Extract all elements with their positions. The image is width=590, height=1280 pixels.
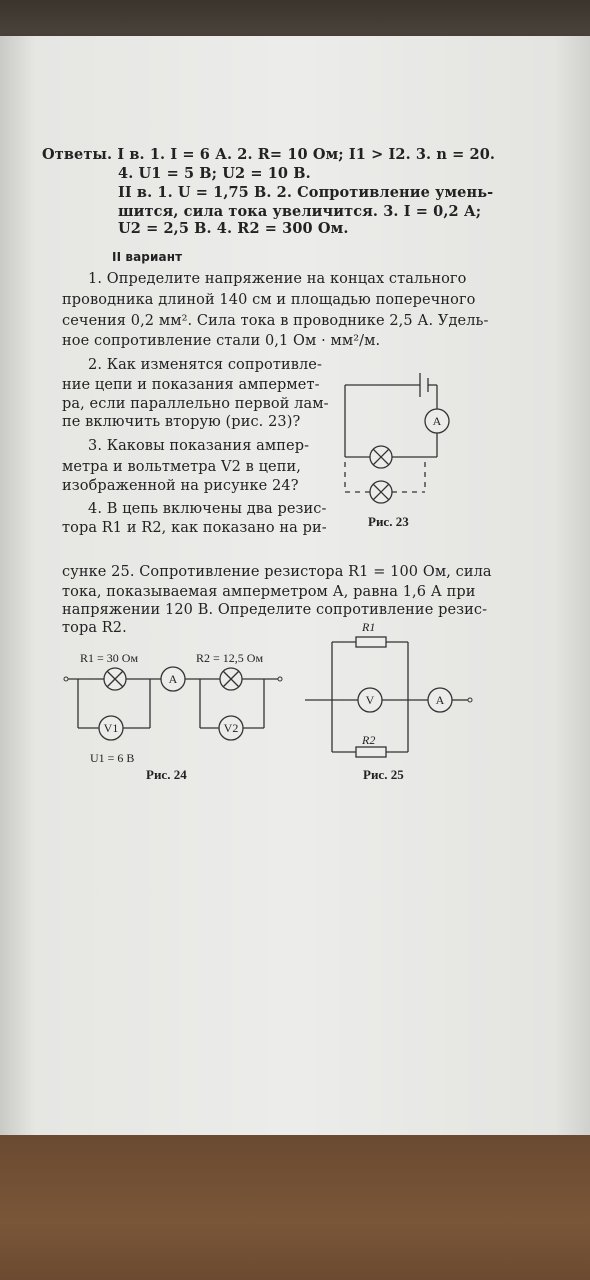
problem-2-line: ра, если параллельно первой лам- — [62, 396, 329, 412]
problem-4-line: 4. В цепь включены два резис- — [88, 501, 327, 517]
problem-2-line: пе включить вторую (рис. 23)? — [62, 414, 301, 430]
figure-23-caption: Рис. 23 — [368, 514, 409, 529]
answers-line-3: II в. 1. U = 1,75 В. 2. Сопротивление ум… — [118, 184, 494, 201]
lamp-icon — [103, 667, 127, 691]
figure-25-caption: Рис. 25 — [363, 767, 404, 782]
table-surface — [0, 1135, 590, 1280]
ammeter-label: A — [436, 693, 445, 707]
problem-3-line: метра и вольтметра V2 в цепи, — [62, 459, 301, 475]
answers-line-4: шится, сила тока увеличится. 3. I = 0,2 … — [118, 203, 482, 220]
lamp-icon — [369, 480, 393, 504]
figure-25-r1-label: R1 — [362, 620, 376, 634]
problem-4-line: тора R2. — [62, 620, 127, 636]
figure-24-caption: Рис. 24 — [146, 767, 187, 782]
problem-4-line: напряжении 120 В. Определите сопротивлен… — [62, 602, 488, 618]
lamp-icon — [219, 667, 243, 691]
voltmeter-symbol — [357, 687, 383, 713]
lamp-icon — [369, 445, 393, 469]
voltmeter-label: V — [366, 693, 375, 707]
paper-sheet — [0, 36, 590, 1138]
figure-24-u1-label: U1 = 6 В — [90, 751, 135, 765]
resistor-r1-symbol — [355, 636, 387, 648]
resistor-r2-symbol — [355, 746, 387, 758]
problem-4-line: тора R1 и R2, как показано на ри- — [62, 520, 327, 536]
problem-3-line: изображенной на рисунке 24? — [62, 478, 299, 494]
problem-1-line: сечения 0,2 мм². Сила тока в проводнике … — [62, 313, 489, 329]
figure-24-r1-label: R1 = 30 Ом — [80, 651, 139, 665]
figure-25-r2-label: R2 — [362, 733, 376, 747]
problem-4-line: сунке 25. Сопротивление резистора R1 = 1… — [62, 564, 492, 580]
problem-1-line: 1. Определите напряжение на концах сталь… — [88, 271, 467, 287]
problem-3-line: 3. Каковы показания ампер- — [88, 438, 310, 454]
figure-24-r2-label: R2 = 12,5 Ом — [196, 651, 264, 665]
problem-1-line: проводника длиной 140 см и площадью попе… — [62, 292, 476, 308]
voltmeter-v2-symbol — [218, 715, 244, 741]
ammeter-symbol — [427, 687, 453, 713]
ammeter-symbol — [424, 408, 450, 434]
ammeter-label: A — [433, 414, 442, 428]
voltmeter-v1-symbol — [98, 715, 124, 741]
ammeter-symbol — [160, 666, 186, 692]
variant-heading: II вариант — [112, 250, 183, 264]
answers-line-2: 4. U1 = 5 В; U2 = 10 В. — [118, 165, 311, 182]
problem-2-line: 2. Как изменятся сопротивле- — [88, 357, 322, 373]
background-top — [0, 0, 590, 40]
problem-2-line: ние цепи и показания ампермет- — [62, 377, 320, 393]
voltmeter-v2-label: V2 — [224, 721, 239, 735]
problem-4-line: тока, показываемая амперметром А, равна … — [62, 584, 476, 600]
voltmeter-v1-label: V1 — [104, 721, 119, 735]
answers-line-1: Ответы. I в. 1. I = 6 А. 2. R= 10 Ом; I1… — [42, 146, 496, 163]
answers-line-5: U2 = 2,5 В. 4. R2 = 300 Ом. — [118, 220, 349, 237]
problem-1-line: ное сопротивление стали 0,1 Ом · мм²/м. — [62, 333, 381, 349]
ammeter-label: A — [169, 672, 178, 686]
